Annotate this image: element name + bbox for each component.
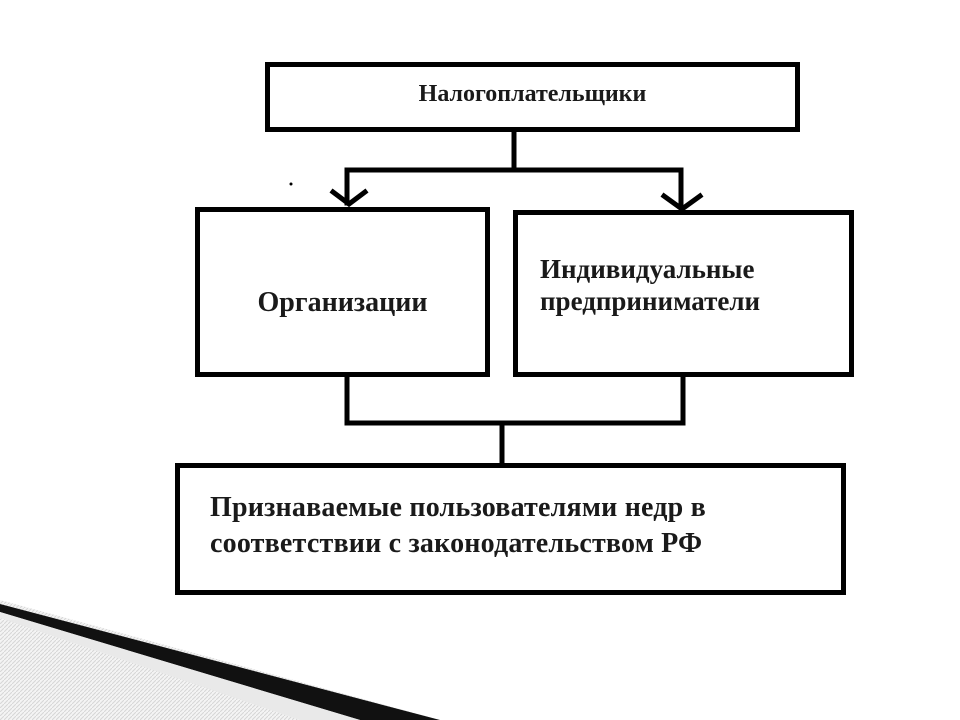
stray-dot	[289, 182, 293, 186]
organizations-label: Организации	[257, 287, 428, 318]
subsoil-users-label-line-1: Признаваемые пользователями недр в	[210, 492, 706, 523]
entrepreneurs-label-line-1: Индивидуальные	[540, 254, 755, 284]
entrepreneurs-label: Индивидуальные предприниматели	[540, 253, 760, 317]
entrepreneurs-label-line-2: предприниматели	[540, 286, 761, 316]
subsoil-users-box: Признаваемые пользователями недр в соотв…	[175, 463, 846, 595]
entrepreneurs-box: Индивидуальные предприниматели	[513, 210, 854, 377]
subsoil-users-label: Признаваемые пользователями недр в соотв…	[210, 490, 706, 562]
taxpayers-label: Налогоплательщики	[418, 81, 647, 107]
arrow-right-head	[660, 192, 704, 213]
corner-light-stripe	[0, 612, 360, 720]
arrow-left-head	[329, 188, 369, 208]
subsoil-users-label-line-2: соответствии с законодательством РФ	[210, 528, 703, 559]
organizations-box: Организации	[195, 207, 490, 377]
corner-dark-stripe	[0, 604, 440, 720]
corner-hatched-fill	[0, 600, 440, 720]
taxpayers-box: Налогоплательщики	[265, 62, 800, 132]
